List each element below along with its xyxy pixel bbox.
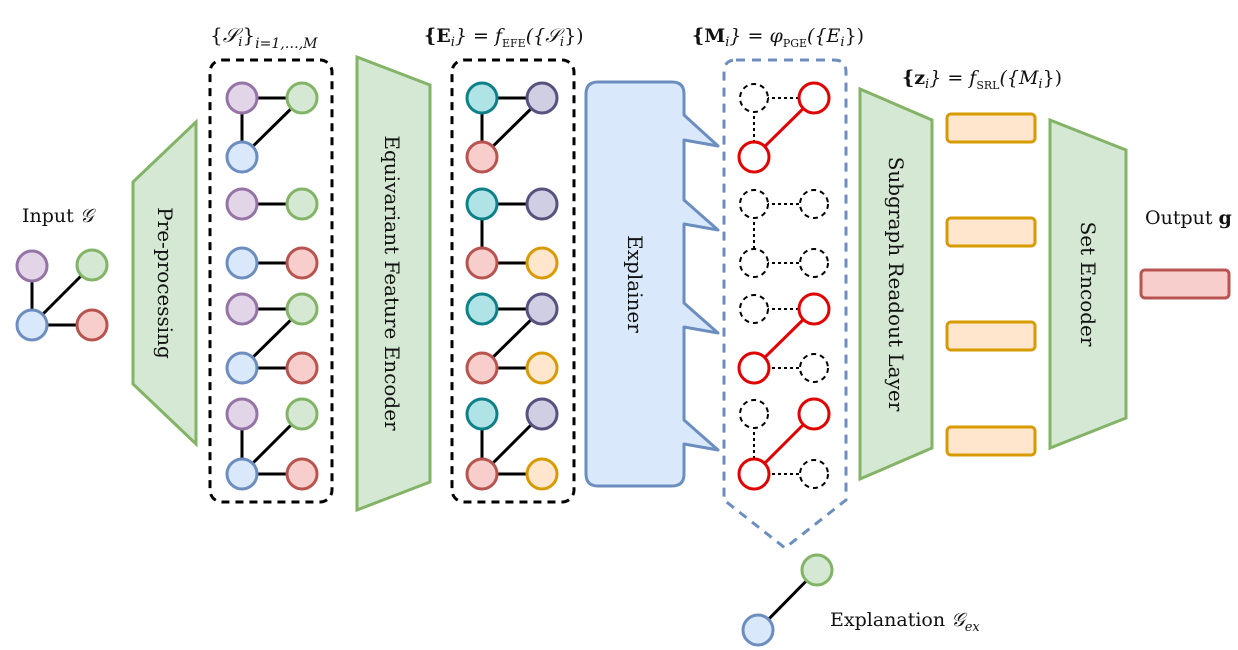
encoded-node xyxy=(525,246,559,280)
efe-formula: {Ei} = fEFE({𝒮i}) xyxy=(424,25,584,50)
embedding-vector xyxy=(945,320,1037,352)
input-node-purple xyxy=(15,249,49,283)
mask-node-dashed xyxy=(799,459,829,489)
mask-node-selected xyxy=(797,397,831,431)
encoded-node xyxy=(525,457,559,491)
encoded-node xyxy=(465,187,499,221)
output-label: Output g xyxy=(1145,207,1232,229)
pge-formula: {Mi} = φPGE({Ei}) xyxy=(692,25,864,50)
explainer-block xyxy=(584,80,720,488)
subgraph-node xyxy=(285,187,319,221)
srl-label: Subgraph Readout Layer xyxy=(884,157,908,412)
mask-node-dashed xyxy=(799,189,829,219)
srl-formula: {zi} = fSRL({Mi}) xyxy=(902,67,1062,92)
encoded-node xyxy=(465,457,499,491)
encoded-node xyxy=(465,397,499,431)
subgraph-node xyxy=(285,292,319,326)
mask-node-selected xyxy=(737,457,771,491)
encoded-node xyxy=(465,246,499,280)
encoded-subgraphs xyxy=(465,81,559,491)
encoded-node xyxy=(465,292,499,326)
set-encoder-label: Set Encoder xyxy=(1076,222,1100,347)
embedding-vector xyxy=(945,112,1037,144)
encoded-node xyxy=(525,292,559,326)
subgraph-node xyxy=(225,187,259,221)
subgraph-node xyxy=(225,81,259,115)
explainer-label: Explainer xyxy=(623,235,647,333)
mask-node-selected xyxy=(737,140,771,174)
mask-node-dashed xyxy=(739,189,769,219)
subgraphs xyxy=(225,81,319,491)
subgraph-node xyxy=(285,246,319,280)
encoded-node xyxy=(465,81,499,115)
input-label: Input 𝒢 xyxy=(22,205,97,227)
srl-block xyxy=(858,86,934,482)
set-encoder-block xyxy=(1048,117,1128,451)
subgraph-node xyxy=(225,397,259,431)
preprocessing-block xyxy=(131,118,198,448)
masks xyxy=(737,81,831,491)
mask-node-dashed xyxy=(739,83,769,113)
subgraph-embeddings xyxy=(945,112,1037,457)
subgraphs-formula: {𝒮i}i=1,…,M xyxy=(210,23,318,52)
explanation-label: Explanation 𝒢ex xyxy=(830,609,980,635)
input-node-blue xyxy=(15,308,49,342)
explanation-node-blue xyxy=(741,613,775,647)
output-vector xyxy=(1139,268,1231,300)
masks-box xyxy=(722,58,848,550)
subgraph-node xyxy=(285,351,319,385)
embedding-vector xyxy=(945,425,1037,457)
subgraph-node xyxy=(225,457,259,491)
encoded-node xyxy=(525,397,559,431)
encoded-node xyxy=(525,187,559,221)
input-node-green xyxy=(75,248,109,282)
mask-node-dashed xyxy=(739,248,769,278)
explanation-graph xyxy=(741,553,834,647)
encoded-node xyxy=(465,140,499,174)
explanation-node-green xyxy=(800,553,834,587)
embedding-vector xyxy=(945,216,1037,248)
subgraph-node xyxy=(225,292,259,326)
subgraph-node xyxy=(225,140,259,174)
subgraph-node xyxy=(225,351,259,385)
subgraph-node xyxy=(225,246,259,280)
preprocessing-label: Pre-processing xyxy=(153,207,177,359)
mask-node-dashed xyxy=(799,353,829,383)
subgraph-node xyxy=(285,457,319,491)
mask-node-selected xyxy=(797,292,831,326)
subgraph-node xyxy=(285,397,319,431)
mask-node-selected xyxy=(797,81,831,115)
encoded-node xyxy=(465,351,499,385)
encoded-node xyxy=(525,81,559,115)
subgraph-node xyxy=(285,81,319,115)
subgraphs-box xyxy=(208,58,334,504)
mask-node-selected xyxy=(737,351,771,385)
encoded-subgraphs-box xyxy=(450,58,576,504)
mask-node-dashed xyxy=(739,399,769,429)
input-node-red xyxy=(75,308,109,342)
encoded-node xyxy=(525,351,559,385)
mask-node-dashed xyxy=(799,248,829,278)
mask-node-dashed xyxy=(739,294,769,324)
efe-label: Equivariant Feature Encoder xyxy=(380,135,404,431)
input-graph xyxy=(15,248,109,342)
efe-block xyxy=(355,54,432,513)
